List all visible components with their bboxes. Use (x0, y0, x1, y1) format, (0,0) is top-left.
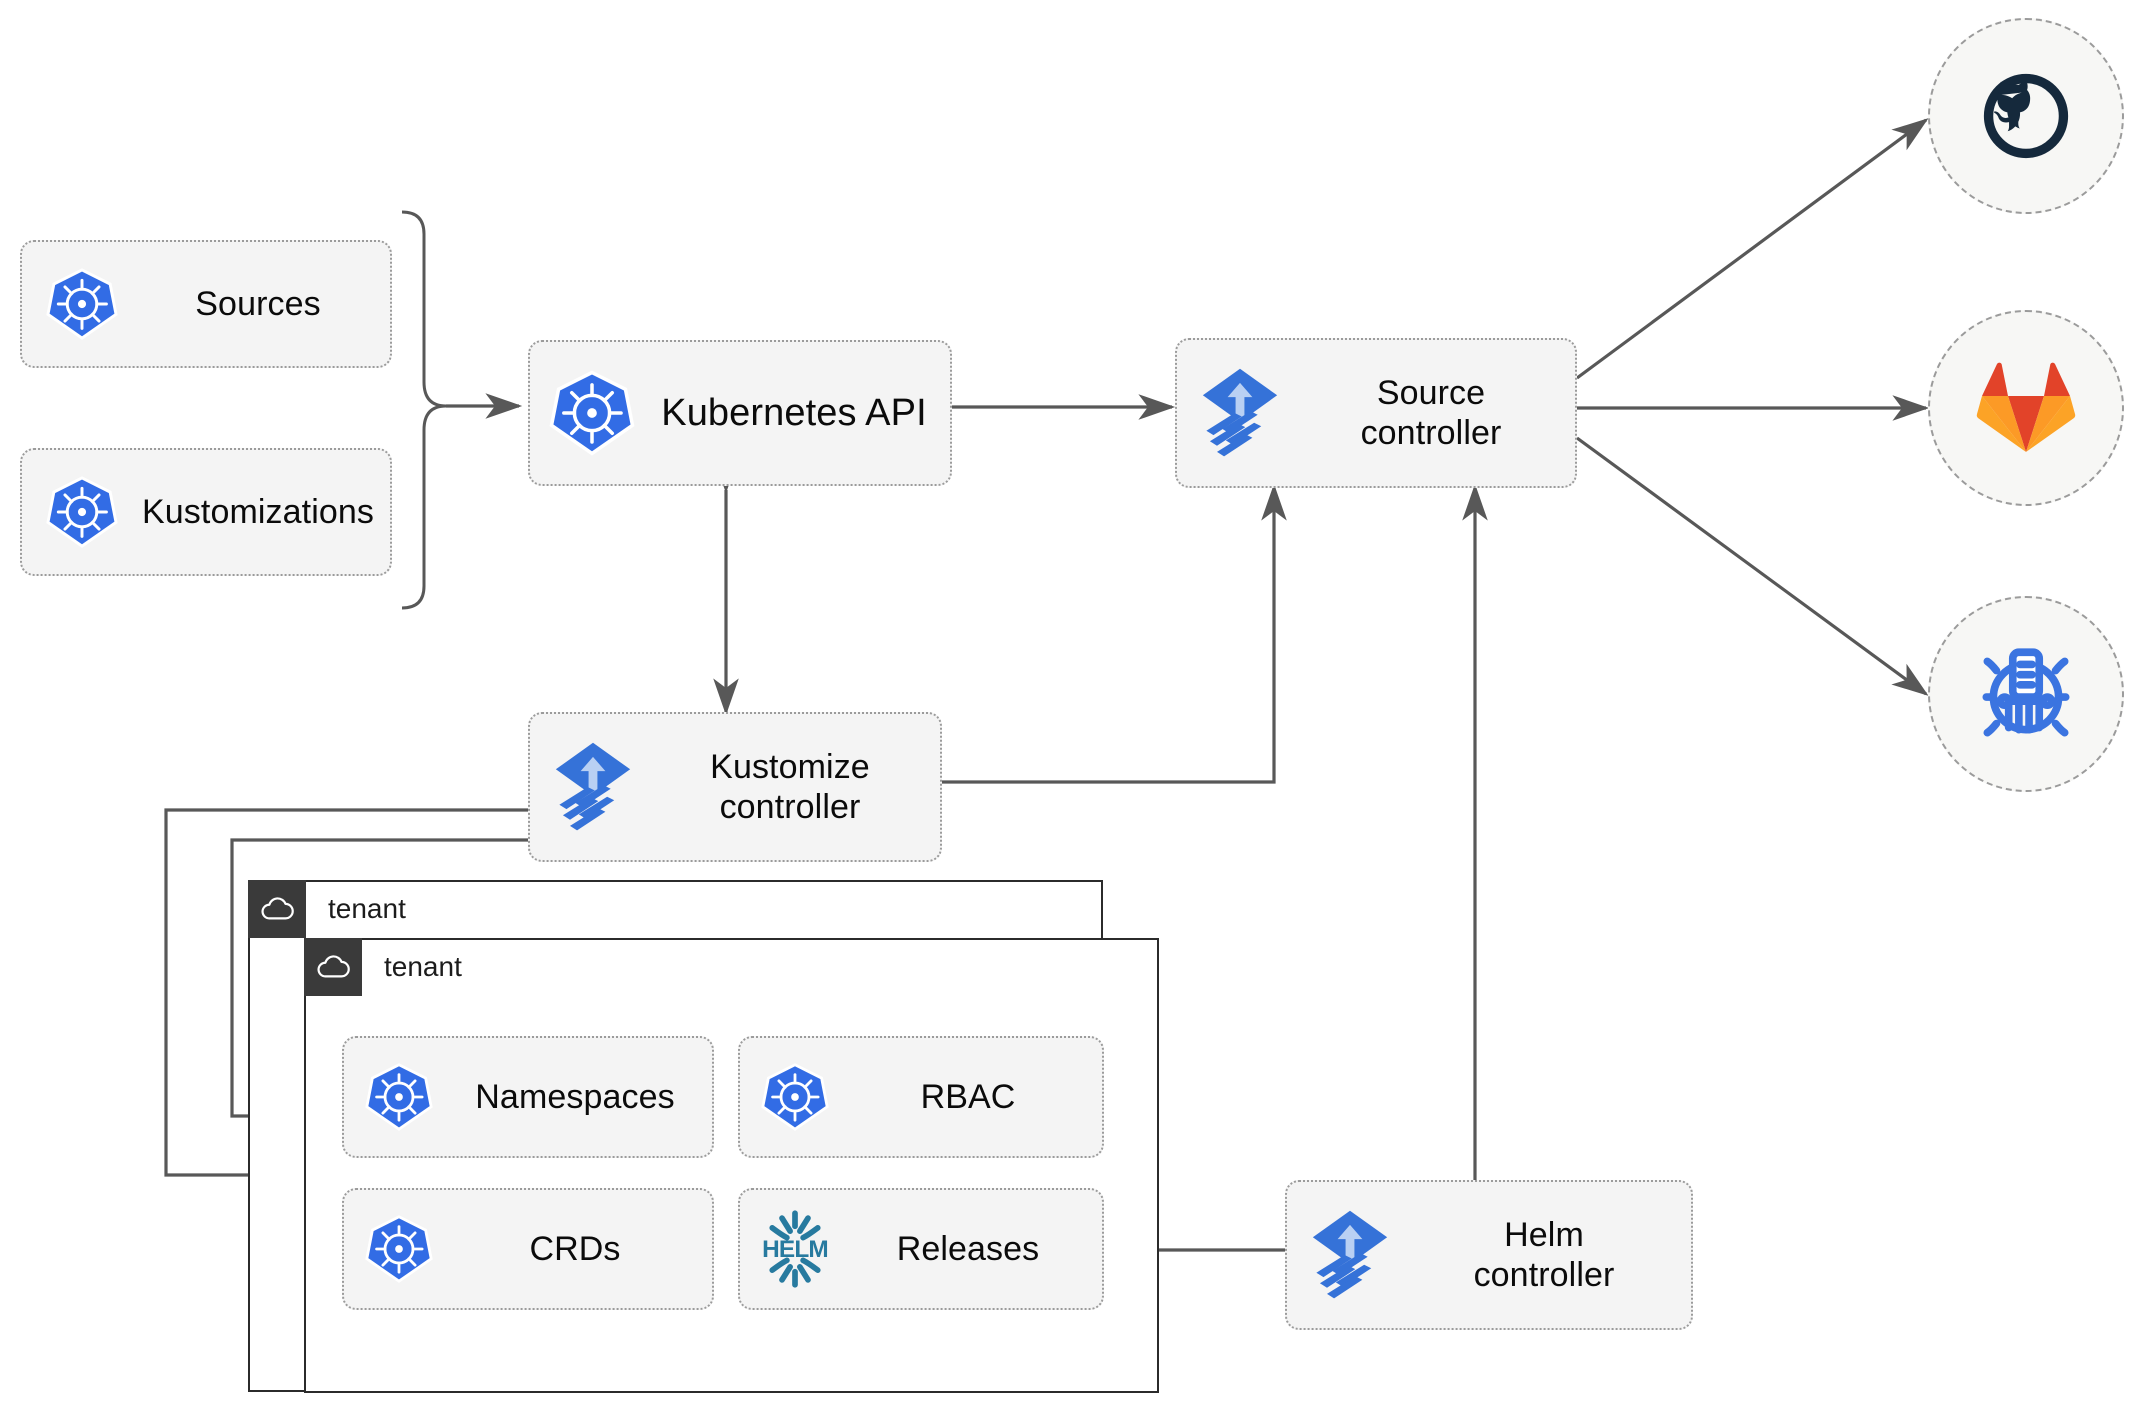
edge-source-to-github (1576, 118, 1929, 380)
edge-source-to-helm-repository (1576, 436, 1929, 696)
helm-icon: HELM (740, 1210, 850, 1288)
edge-crd-group-brace (401, 210, 447, 610)
tenant-resource-releases[interactable]: HELM Releases (738, 1188, 1104, 1310)
node-label: Helm controller (1413, 1215, 1691, 1295)
flux-icon (1177, 367, 1303, 459)
svg-text:HELM: HELM (762, 1236, 828, 1263)
tenant-header: tenant (248, 880, 406, 938)
flux-icon (530, 741, 656, 833)
cloud-icon (304, 938, 362, 996)
tenant-resource-label: Releases (896, 1229, 1040, 1268)
provider-gitlab[interactable] (1928, 310, 2124, 506)
github-icon (1983, 73, 2069, 159)
node-label-line1: Source (1376, 373, 1486, 412)
tenant-label: tenant (328, 893, 406, 924)
node-label: Kustomize controller (656, 747, 940, 827)
node-label-line1: Helm (1504, 1215, 1584, 1254)
node-label-line2: controller (1360, 414, 1502, 452)
crd-node-kustomizations[interactable]: Kustomizations (20, 448, 392, 576)
crd-node-sources[interactable]: Sources (20, 240, 392, 368)
tenant-resource-crds[interactable]: CRDs (342, 1188, 714, 1310)
tenant-resource-label: CRDs (529, 1229, 621, 1268)
kubernetes-icon (740, 1062, 850, 1132)
kubernetes-icon (344, 1062, 454, 1132)
gitlab-icon (1976, 362, 2076, 452)
node-label: Source controller (1303, 373, 1575, 453)
node-label: Kubernetes API (661, 391, 927, 434)
kubernetes-icon (22, 267, 142, 341)
provider-github[interactable] (1928, 18, 2124, 214)
cloud-icon (248, 880, 306, 938)
flux-icon (1287, 1209, 1413, 1301)
crd-node-label: Kustomizations (142, 492, 374, 531)
tenant-label: tenant (384, 951, 462, 982)
provider-helm-repository[interactable] (1928, 596, 2124, 792)
node-source-controller[interactable]: Source controller (1175, 338, 1577, 488)
node-label-line2: controller (1473, 1256, 1615, 1294)
tenant-resource-namespaces[interactable]: Namespaces (342, 1036, 714, 1158)
helm-repository-icon (1982, 648, 2070, 737)
tenant-resource-label: RBAC (920, 1077, 1016, 1116)
kubernetes-icon (344, 1214, 454, 1284)
node-kubernetes-api[interactable]: Kubernetes API (528, 340, 952, 486)
tenant-resource-label: Namespaces (475, 1077, 675, 1116)
node-label-line1: Kustomize (710, 747, 870, 786)
edge-kustomize-to-source (941, 483, 1287, 784)
node-helm-controller[interactable]: Helm controller (1285, 1180, 1693, 1330)
kubernetes-icon (530, 369, 654, 457)
node-kustomize-controller[interactable]: Kustomize controller (528, 712, 942, 862)
tenant-container-inner[interactable]: tenant Namespaces (304, 938, 1159, 1393)
crd-node-label: Sources (195, 284, 321, 323)
tenant-resource-rbac[interactable]: RBAC (738, 1036, 1104, 1158)
kubernetes-icon (22, 475, 142, 549)
node-label-line2: controller (719, 788, 861, 826)
tenant-header: tenant (304, 938, 462, 996)
